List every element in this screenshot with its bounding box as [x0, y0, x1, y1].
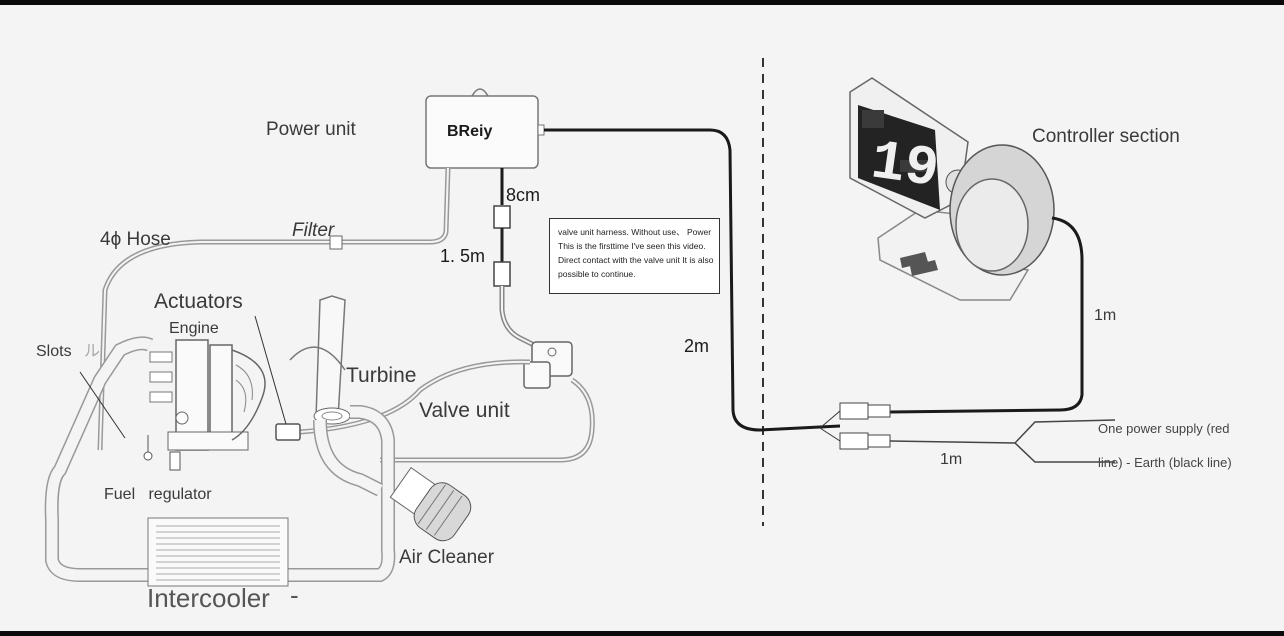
- bottom-border: [0, 631, 1284, 636]
- filter-shape: [329, 235, 343, 250]
- slots-extra-label: ル: [84, 343, 101, 360]
- cable-2m: [544, 128, 841, 432]
- power-supply-line2: line) - Earth (black line): [1098, 455, 1232, 470]
- controller-section-label: Controller section: [1032, 126, 1180, 147]
- note-box: valve unit harness. Without use、 Power T…: [549, 218, 720, 294]
- harness-connector-2: [493, 261, 511, 287]
- power-supply-wire: [889, 419, 1116, 444]
- intercooler-dash: -: [290, 580, 299, 610]
- filter-label: Filter: [292, 220, 335, 241]
- dimension-2m: 2m: [684, 336, 710, 356]
- dimension-1-5m: 1. 5m: [440, 246, 486, 266]
- slots-label: Slots: [36, 343, 72, 360]
- cable-controller-1m: [889, 216, 1084, 414]
- dimension-power-1m: 1m: [940, 451, 963, 468]
- power-unit-box: [425, 88, 545, 169]
- engine-label: Engine: [169, 320, 219, 337]
- intercooler-shape: [147, 517, 289, 587]
- connector-block: [819, 402, 891, 450]
- top-border: [0, 0, 1284, 5]
- air-cleaner-label: Air Cleaner: [399, 547, 495, 568]
- air-cleaner-shape: [389, 467, 472, 542]
- hose-label: 4ϕ Hose: [100, 229, 171, 250]
- valve-unit-shape: [523, 341, 573, 389]
- controller-gauge-illustration: [849, 77, 1055, 301]
- actuators-label: Actuators: [154, 290, 243, 313]
- turbine-shape: [289, 295, 351, 425]
- power-unit-label: Power unit: [266, 119, 356, 140]
- power-unit-brand: BReiy: [447, 123, 493, 140]
- harness-connector-1: [493, 205, 511, 229]
- valve-unit-label: Valve unit: [419, 399, 510, 422]
- dimension-8cm: 8cm: [506, 185, 541, 205]
- fuel-regulator-label: Fuel regulator: [104, 486, 212, 503]
- power-supply-line1: One power supply (red: [1098, 421, 1230, 436]
- actuator-shape: [275, 423, 301, 441]
- note-text: valve unit harness. Without use、 Power T…: [558, 227, 714, 279]
- intercooler-label: Intercooler: [147, 583, 270, 613]
- gauge-reading: 19: [867, 129, 942, 202]
- fuel-regulator-shape: [143, 435, 181, 471]
- turbine-label: Turbine: [346, 364, 417, 387]
- engine-block: [149, 339, 266, 451]
- dimension-controller-1m: 1m: [1094, 307, 1117, 324]
